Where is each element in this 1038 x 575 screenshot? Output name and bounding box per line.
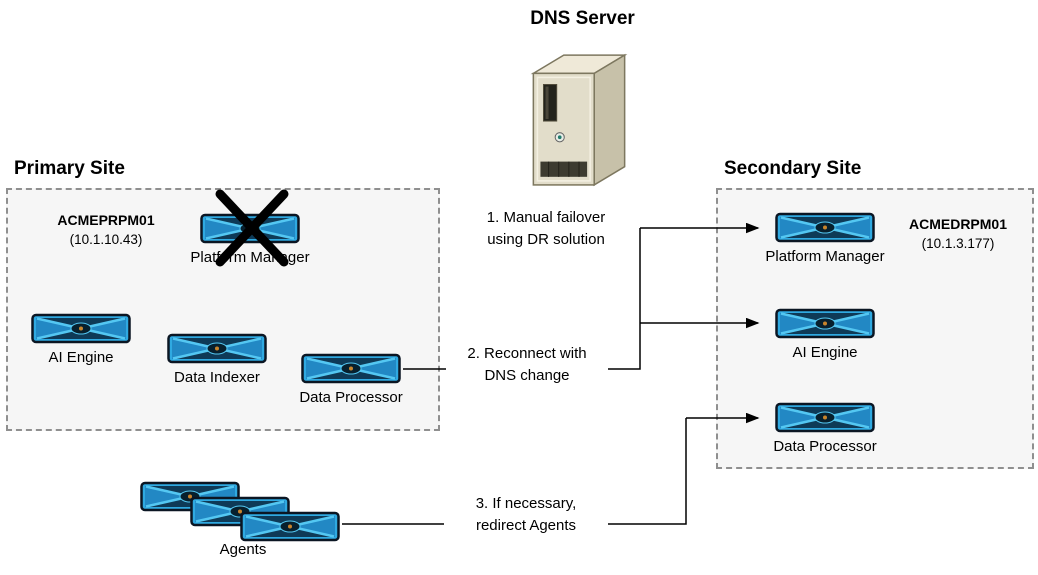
appliance-icon: [775, 212, 875, 243]
node-primary-data-processor: Data Processor: [276, 353, 426, 406]
primary-site-title: Primary Site: [14, 158, 125, 179]
step-1-annotation: 1. Manual failover using DR solution: [460, 206, 632, 252]
failure-x-icon: [215, 189, 289, 267]
secondary-ip: (10.1.3.177): [921, 236, 995, 251]
node-primary-data-indexer: Data Indexer: [142, 333, 292, 386]
step-3-line-1: 3. If necessary,: [475, 495, 577, 512]
step-3-annotation: 3. If necessary, redirect Agents: [444, 492, 608, 538]
step-1-line-2: using DR solution: [487, 231, 605, 248]
step-2-line-2: DNS change: [484, 367, 570, 384]
node-label: Data Processor: [773, 438, 877, 455]
node-secondary-platform-manager: Platform Manager: [750, 212, 900, 265]
node-label: Data Indexer: [174, 369, 260, 386]
node-label: Data Processor: [299, 389, 403, 406]
agent-appliance-icon: [240, 511, 340, 542]
primary-host-block: ACMEPRPM01 (10.1.10.43): [36, 210, 176, 250]
secondary-hostname: ACMEDRPM01: [908, 216, 1007, 232]
node-secondary-data-processor: Data Processor: [750, 402, 900, 455]
appliance-icon: [31, 313, 131, 344]
secondary-host-block: ACMEDRPM01 (10.1.3.177): [888, 214, 1028, 254]
dns-server-title: DNS Server: [530, 8, 635, 29]
appliance-icon: [775, 308, 875, 339]
node-primary-ai-engine: AI Engine: [6, 313, 156, 366]
dns-server-icon: [518, 48, 640, 190]
step-3-line-2: redirect Agents: [475, 517, 577, 534]
primary-ip: (10.1.10.43): [69, 232, 143, 247]
appliance-icon: [167, 333, 267, 364]
node-label: Platform Manager: [765, 248, 885, 265]
secondary-site-title: Secondary Site: [724, 158, 862, 179]
appliance-icon: [301, 353, 401, 384]
step-2-line-1: 2. Reconnect with: [467, 345, 587, 362]
primary-hostname: ACMEPRPM01: [57, 212, 155, 228]
step-1-line-1: 1. Manual failover: [486, 209, 606, 226]
node-label: AI Engine: [48, 349, 114, 366]
secondary-site-box: [716, 188, 1034, 469]
node-label: AI Engine: [792, 344, 858, 361]
node-secondary-ai-engine: AI Engine: [750, 308, 900, 361]
agents-label: Agents: [219, 541, 267, 558]
appliance-icon: [775, 402, 875, 433]
step-2-annotation: 2. Reconnect with DNS change: [446, 342, 608, 388]
